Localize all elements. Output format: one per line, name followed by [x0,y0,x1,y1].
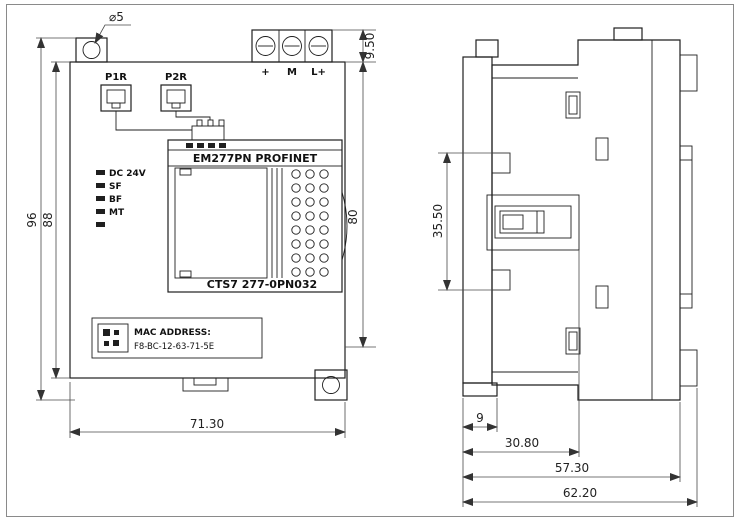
side-view: 35.50 9 30.80 57.30 62.20 [431,27,698,507]
dim-height-body: 88 [41,212,55,227]
dim-foot: 9 [476,411,484,425]
status-led-icon [208,143,215,148]
dim-height-outer: 96 [25,212,39,227]
status-led-icon [219,143,226,148]
mounting-hole-bottom [322,376,340,394]
mac-address-value: F8-BC-12-63-71-5E [134,342,214,352]
bottom-foot [462,382,498,397]
side-body-outline [491,39,681,401]
dim-latch-depth: 30.80 [505,436,539,450]
led-label-mt: MT [109,208,125,218]
port-p2r: P2R [160,72,192,112]
top-tab-right [613,27,643,41]
module-header-text: EM277PN PROFINET [193,152,318,165]
port-p2r-label: P2R [165,72,187,83]
front-dimensions: ⌀5 96 88 9.50 80 71.30 [25,10,377,438]
dim-rail-height: 35.50 [431,204,445,238]
door-edge [341,191,348,261]
led-window-icon [96,196,105,201]
led-label-sf: SF [109,182,122,192]
rj45-port-icon [160,84,192,112]
terminal-label-lplus: L+ [311,67,326,78]
page-border [6,4,734,517]
latch-slider [499,210,545,234]
led-label-dc24v: DC 24V [109,169,146,179]
module-model-text: CTS7 277-0PN032 [207,278,317,291]
module-recess [174,167,268,279]
led-indicator-panel: DC 24V SF BF MT [96,169,146,227]
inner-module: EM277PN PROFINET CTS7 277-0PN032 [167,139,348,293]
status-led-icon [197,143,204,148]
port-wiring [115,111,225,141]
terminal-label-plus: + [261,67,269,78]
side-feature [565,327,581,355]
status-led-icon [186,143,193,148]
side-feature [595,137,609,161]
hole-leader-line [94,24,131,44]
mac-address-box: MAC ADDRESS: F8-BC-12-63-71-5E [91,317,263,359]
rj45-port-icon [100,84,132,112]
side-dimensions: 35.50 9 30.80 57.30 62.20 [431,152,698,507]
top-tab-left [475,39,499,58]
led-label-bf: BF [109,195,122,205]
terminal-screw-icon [255,36,276,56]
mounting-ear-top-left [75,37,108,63]
dim-hole: ⌀5 [109,10,124,24]
back-plate [462,56,493,384]
rail-hook-bottom [491,269,511,291]
led-window-icon [96,222,105,227]
side-feature [565,91,581,119]
port-p1r-label: P1R [105,72,127,83]
dim-width: 71.30 [190,417,224,431]
terminal-hole-grid [291,169,329,277]
side-feature [595,285,609,309]
port-p1r: P1R [100,72,132,112]
mounting-hole-top [82,41,101,59]
rail-hook-top [491,152,511,174]
dim-height-front: 80 [346,209,360,224]
terminal-screw-icon [308,36,329,56]
qr-code-box [97,323,129,353]
bus-connector [191,125,225,141]
led-window-icon [96,183,105,188]
din-latch [486,194,580,251]
mounting-ear-bottom-right [314,369,348,401]
terminal-screw-icon [282,36,302,56]
terminal-cover-top [679,54,698,92]
led-window-icon [96,209,105,214]
din-clip [182,377,229,392]
dim-terminal-height: 9.50 [363,33,377,60]
dim-total-depth: 62.20 [563,486,597,500]
terminal-label-m: M [287,67,297,78]
header-band [167,149,343,167]
led-window-icon [96,170,105,175]
front-door-strip [679,145,693,309]
terminal-cover-bottom [679,349,698,387]
dim-body-depth: 57.30 [555,461,589,475]
power-terminal-block: + M L+ [251,29,333,78]
mac-address-label: MAC ADDRESS: [134,328,211,338]
front-view: + M L+ P1R P2R [25,10,377,438]
